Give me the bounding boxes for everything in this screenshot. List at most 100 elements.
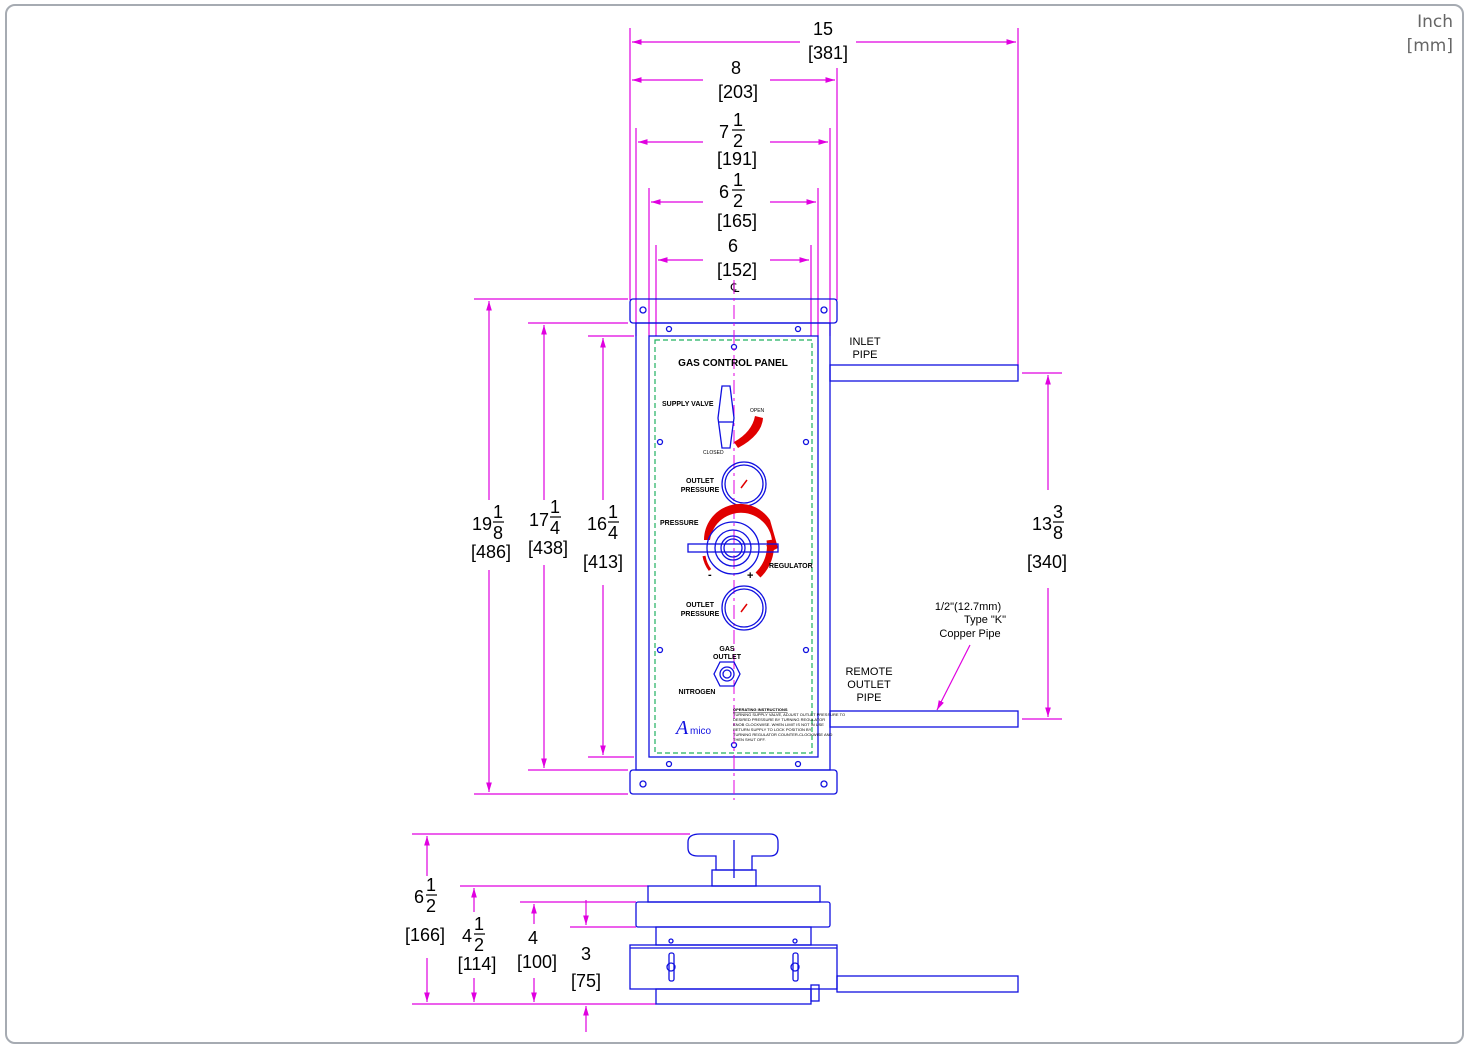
side-dim-3: 3 [75] (571, 900, 601, 1032)
dim-15-inch: 15 (813, 19, 833, 39)
dim-16-whole: 16 (587, 514, 607, 534)
dim-7-half-whole: 7 (719, 122, 729, 142)
dim-15-mm: [381] (808, 43, 848, 63)
dim-13-num: 3 (1053, 502, 1063, 522)
inlet-pipe-line2: PIPE (852, 349, 877, 361)
instructions-line-6: THEN SHUT OFF. (733, 737, 766, 742)
dim-height-16: 16 1 4 [413] (583, 338, 623, 755)
amico-logo: A mico (674, 717, 712, 739)
side-3-inch: 3 (581, 944, 591, 964)
centerline-symbol: ℄ (730, 281, 740, 296)
dim-6-half-den: 2 (733, 191, 743, 211)
dim-width-15: 15 [381] (632, 19, 1016, 63)
dim-height-17: 17 1 4 [438] (528, 325, 568, 768)
width-extension-lines (629, 28, 1019, 370)
regulator-minus: - (708, 569, 712, 581)
outlet-pressure-2-line1: OUTLET (686, 602, 715, 609)
dim-width-6: 6 [152] (658, 236, 809, 280)
dim-6-half-whole: 6 (719, 182, 729, 202)
outlet-pressure-1-line2: PRESSURE (681, 487, 720, 494)
instructions-line-2: DESIRED PRESSURE BY TURNING REGULATOR (733, 717, 825, 722)
units-secondary: [mm] (1406, 36, 1453, 56)
remote-outlet-line2: OUTLET (847, 679, 891, 691)
outlet-gauge-1: OUTLET PRESSURE (681, 461, 767, 507)
open-label: OPEN (750, 408, 765, 414)
units-legend: Inch [mm] (1407, 10, 1453, 58)
dim-width-6-half: 6 1 2 [165] (651, 170, 816, 231)
supply-valve-handle (717, 385, 763, 449)
dim-6-half-num: 1 (733, 170, 743, 190)
dim-width-7-half: 7 1 2 [191] (638, 110, 828, 169)
gas-outlet-line1: GAS (719, 646, 735, 653)
side-dim-6-half: 6 1 2 [166] (405, 836, 445, 1002)
dim-19-mm: [486] (471, 542, 511, 562)
remote-outlet-line3: PIPE (856, 692, 881, 704)
dim-7-half-mm: [191] (717, 149, 757, 169)
dim-19-whole: 19 (472, 514, 492, 534)
dim-19-num: 1 (493, 502, 503, 522)
inlet-pipe: INLET PIPE (829, 336, 1019, 382)
dim-17-den: 4 (550, 518, 560, 538)
panel-title: GAS CONTROL PANEL (678, 358, 788, 369)
dim-16-mm: [413] (583, 552, 623, 572)
dim-width-8: 8 [203] (632, 58, 835, 102)
side-dim-4-half: 4 1 2 [114] (458, 888, 496, 1002)
side-6-whole: 6 (414, 887, 424, 907)
dim-8-inch: 8 (731, 58, 741, 78)
dim-pipe-spacing: 13 3 8 [340] (1027, 375, 1067, 717)
side-4-half-whole: 4 (462, 926, 472, 946)
side-6-den: 2 (426, 896, 436, 916)
side-4-half-num: 1 (474, 914, 484, 934)
dim-13-whole: 13 (1032, 514, 1052, 534)
remote-outlet-line1: REMOTE (845, 666, 892, 678)
side-3-mm: [75] (571, 971, 601, 991)
pressure-regulator: PRESSURE REGULATOR - + (660, 503, 813, 582)
logo-text: mico (690, 726, 712, 737)
side-body (629, 833, 1019, 1005)
side-extension-lines (412, 833, 690, 1005)
dim-17-num: 1 (550, 497, 560, 517)
side-4-mm: [100] (517, 952, 557, 972)
outlet-pressure-1-line1: OUTLET (686, 478, 715, 485)
gas-outlet: GAS OUTLET NITROGEN (679, 646, 742, 696)
copper-pipe-line3: Copper Pipe (939, 628, 1000, 640)
closed-label: CLOSED (703, 450, 724, 456)
dim-13-den: 8 (1053, 523, 1063, 543)
outlet-pressure-2-line2: PRESSURE (681, 611, 720, 618)
logo-initial: A (674, 717, 689, 739)
dim-16-den: 4 (608, 523, 618, 543)
dim-height-19: 19 1 8 [486] (471, 301, 511, 792)
dim-19-den: 8 (493, 523, 503, 543)
copper-pipe-line2: Type "K" (964, 614, 1006, 626)
dim-17-mm: [438] (528, 538, 568, 558)
side-6-num: 1 (426, 875, 436, 895)
instructions-line-1: TURNING SUPPLY VALVE, ADJUST OUTLET PRES… (733, 712, 845, 717)
supply-valve-label: SUPPLY VALVE (662, 401, 714, 408)
outlet-gauge-2: OUTLET PRESSURE (681, 585, 767, 631)
gas-outlet-line2: OUTLET (713, 654, 742, 661)
instructions-title: OPERATING INSTRUCTIONS (733, 707, 788, 712)
side-4-inch: 4 (528, 928, 538, 948)
dim-6-mm: [152] (717, 260, 757, 280)
regulator-label: REGULATOR (769, 563, 813, 570)
dim-8-mm: [203] (718, 82, 758, 102)
regulator-plus: + (747, 570, 753, 582)
side-view: 6 1 2 [166] 4 1 2 [114] 4 [100] 3 (405, 833, 1019, 1032)
pressure-label: PRESSURE (660, 520, 699, 527)
dim-16-num: 1 (608, 502, 618, 522)
side-4-half-den: 2 (474, 935, 484, 955)
copper-pipe-line1: 1/2"(12.7mm) (935, 601, 1001, 613)
units-primary: Inch (1417, 12, 1453, 32)
operating-instructions: OPERATING INSTRUCTIONS TURNING SUPPLY VA… (733, 707, 845, 742)
instructions-line-3: KNOB CLOCKWISE. WHEN LIMIT IS NOT IN USE (733, 722, 824, 727)
panel-body: GAS CONTROL PANEL SUPPLY VALVE OPEN CLOS… (635, 280, 845, 800)
side-dim-4: 4 [100] (517, 904, 557, 1002)
inlet-pipe-line1: INLET (849, 336, 880, 348)
instructions-line-5: TURNING REGULATOR COUNTER-CLOCKWISE AND (733, 732, 833, 737)
nitrogen-label: NITROGEN (679, 689, 716, 696)
side-6-mm: [166] (405, 925, 445, 945)
instructions-line-4: RETURN SUPPLY TO LOCK POSITION BY (733, 727, 812, 732)
dim-7-half-den: 2 (733, 131, 743, 151)
copper-pipe-note: 1/2"(12.7mm) Type "K" Copper Pipe (935, 601, 1006, 711)
